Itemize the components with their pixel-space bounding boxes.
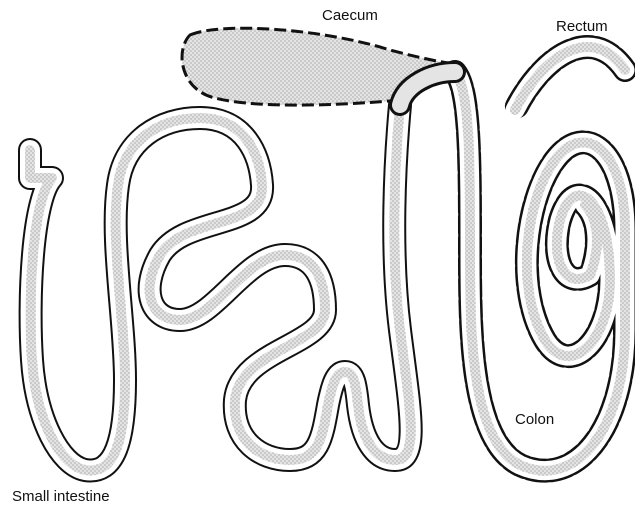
colon-label: Colon xyxy=(515,411,554,428)
small-intestine-label: Small intestine xyxy=(12,488,110,505)
small-intestine-lumen xyxy=(30,105,411,470)
caecum-label: Caecum xyxy=(322,7,378,24)
rectum-label: Rectum xyxy=(556,18,608,35)
